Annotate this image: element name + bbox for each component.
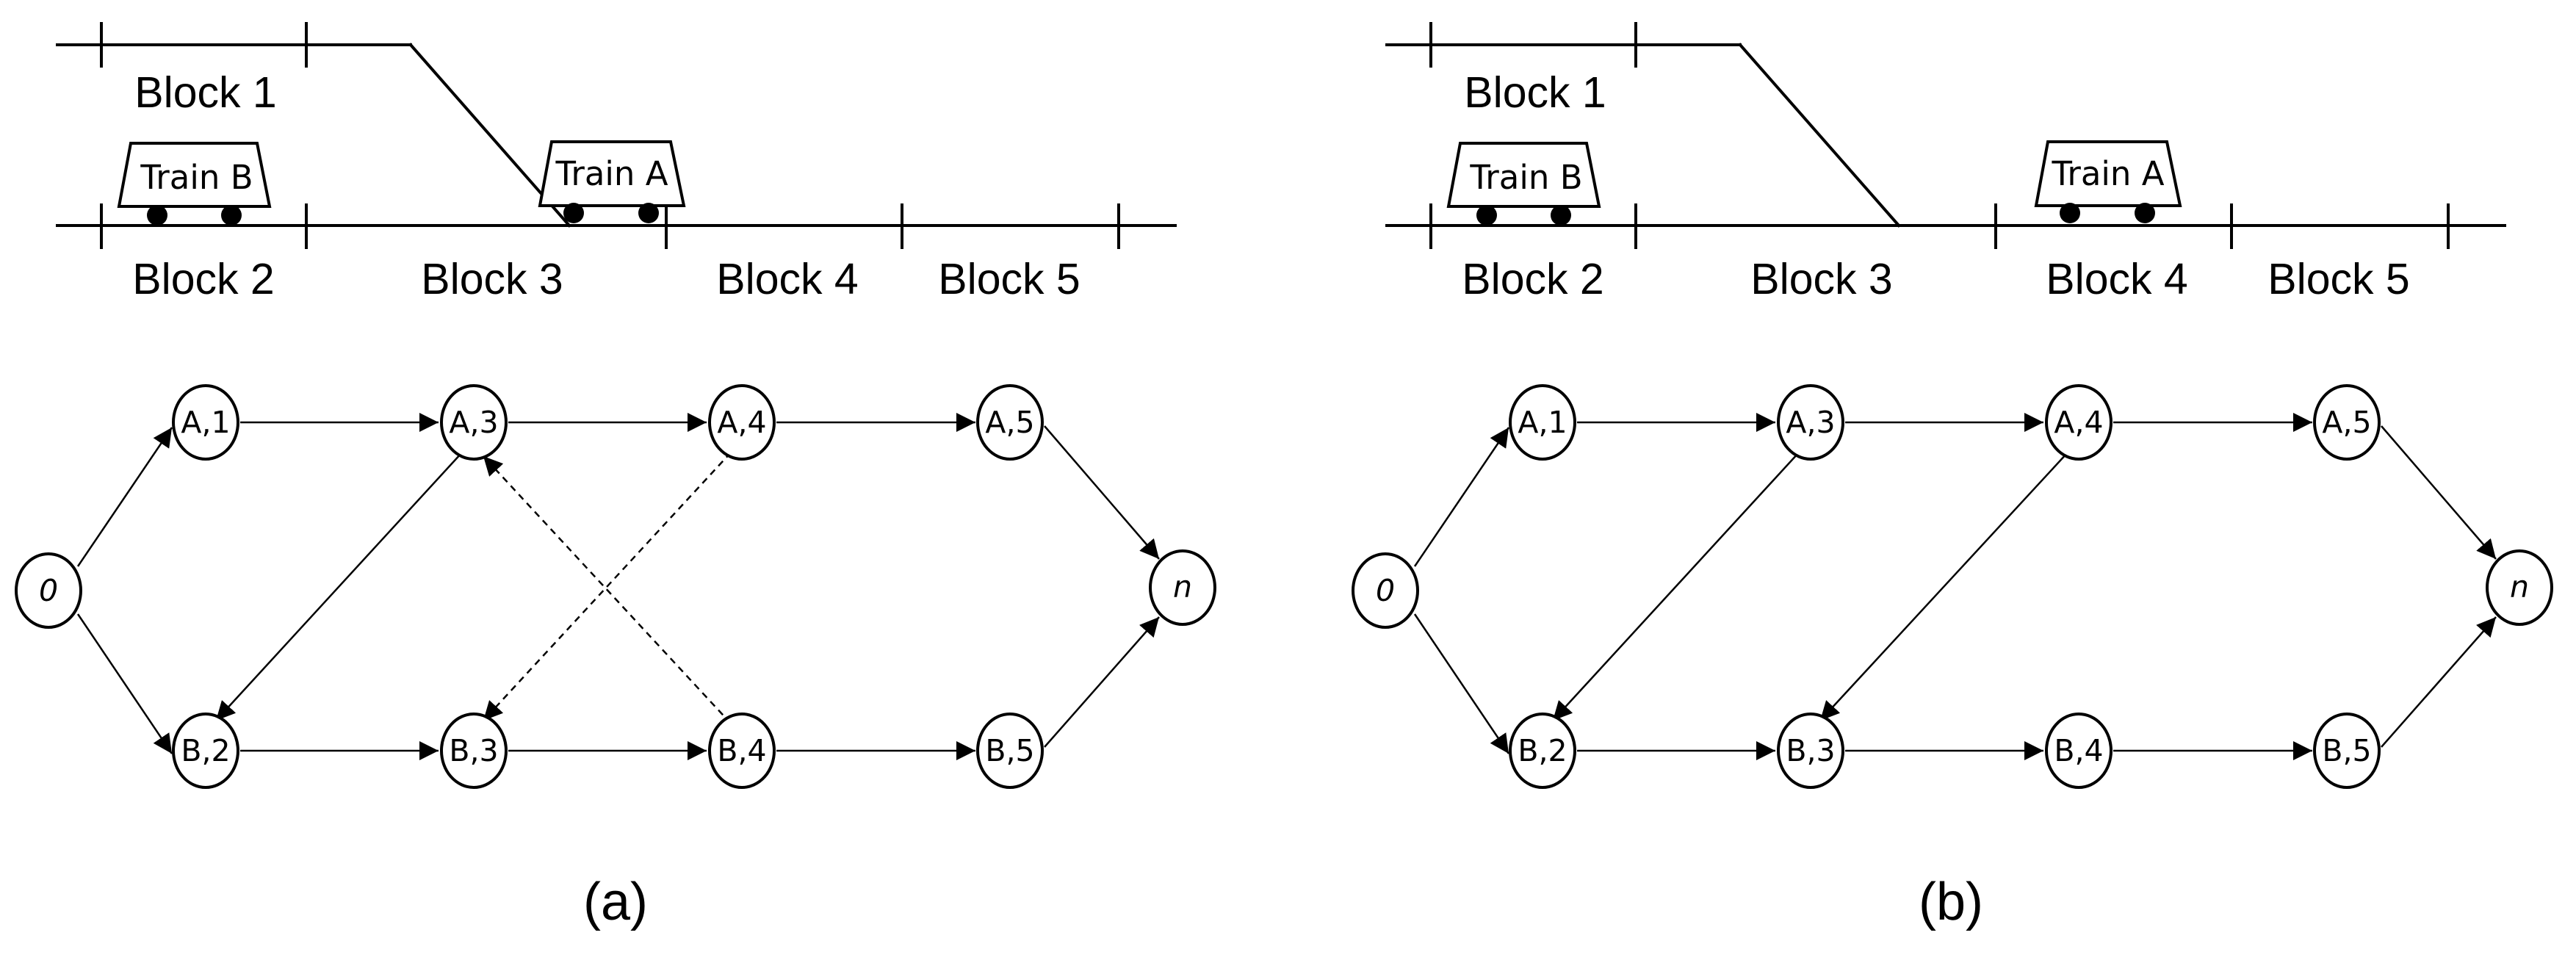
node-a1: A,1 xyxy=(1509,384,1576,461)
node-label: B,4 xyxy=(717,733,766,768)
panel-a: Block 1 Block 2 Block 3 Block 4 Block 5 … xyxy=(15,22,1216,931)
train-b-label: Train B xyxy=(1469,158,1582,197)
train-b: Train B xyxy=(117,142,272,226)
wheel xyxy=(2135,203,2155,223)
train-b: Train B xyxy=(1446,142,1601,226)
graph-edges-a xyxy=(76,413,1160,760)
node-label: n xyxy=(1173,569,1192,605)
track-layout-b: Block 1 Block 2 Block 3 Block 4 Block 5 … xyxy=(1385,22,2506,303)
panel-a-caption: (a) xyxy=(583,873,648,931)
node-label: B,3 xyxy=(1786,733,1835,768)
node-label: A,3 xyxy=(1786,405,1835,440)
node-origin: 0 xyxy=(15,552,82,629)
train-body xyxy=(538,140,686,207)
node-sink: n xyxy=(1149,549,1216,626)
block-2-label: Block 2 xyxy=(132,255,274,303)
dashed-edge xyxy=(483,455,732,724)
edge xyxy=(1413,427,1510,567)
train-a: Train A xyxy=(538,140,686,223)
block-5-label: Block 5 xyxy=(2267,255,2409,303)
node-label: A,1 xyxy=(1518,405,1567,440)
block-4-label: Block 4 xyxy=(716,255,858,303)
edge xyxy=(2381,616,2497,748)
edge xyxy=(1044,425,1160,560)
node-label: B,2 xyxy=(181,733,230,768)
node-a1: A,1 xyxy=(172,384,239,461)
block-2-label: Block 2 xyxy=(1462,255,1603,303)
train-a: Train A xyxy=(2034,140,2182,223)
edge xyxy=(1819,452,2068,721)
node-a5: A,5 xyxy=(2313,384,2381,461)
node-label: A,3 xyxy=(449,405,498,440)
graph-nodes-b: 0 A,1 A,3 A,4 A,5 B,2 xyxy=(1352,384,2553,789)
node-a3: A,3 xyxy=(1777,384,1844,461)
block-3-label: Block 3 xyxy=(1750,255,1892,303)
edge xyxy=(1413,613,1510,754)
wheel xyxy=(563,203,584,223)
node-label: A,4 xyxy=(2054,405,2103,440)
edge xyxy=(76,427,173,567)
node-label: n xyxy=(2510,569,2529,605)
train-b-label: Train B xyxy=(140,158,253,197)
node-label: B,5 xyxy=(985,733,1034,768)
block-1-label: Block 1 xyxy=(134,68,276,117)
node-label: A,1 xyxy=(181,405,230,440)
block-5-label: Block 5 xyxy=(938,255,1080,303)
node-origin: 0 xyxy=(1352,552,1419,629)
node-label: A,4 xyxy=(717,405,766,440)
node-b5: B,5 xyxy=(976,713,1044,789)
node-b2: B,2 xyxy=(172,713,239,789)
dashed-edge xyxy=(483,452,732,721)
node-label: B,4 xyxy=(2054,733,2103,768)
node-b3: B,3 xyxy=(1777,713,1844,789)
edge xyxy=(76,613,173,754)
wheel xyxy=(221,205,242,226)
graph-nodes-a: 0 A,1 A,3 A,4 A,5 B,2 xyxy=(15,384,1216,789)
wheel xyxy=(638,203,659,223)
node-label: 0 xyxy=(39,573,58,608)
train-body xyxy=(117,142,272,208)
node-label: B,3 xyxy=(449,733,498,768)
siding-diagonal xyxy=(1738,43,1901,228)
node-b3: B,3 xyxy=(440,713,508,789)
node-sink: n xyxy=(2486,549,2553,626)
node-a4: A,4 xyxy=(708,384,776,461)
track-layout-a: Block 1 Block 2 Block 3 Block 4 Block 5 … xyxy=(56,22,1177,303)
wheel xyxy=(1476,205,1497,226)
train-a-label: Train A xyxy=(2051,154,2164,193)
node-label: 0 xyxy=(1376,573,1395,608)
wheel xyxy=(2060,203,2080,223)
node-b5: B,5 xyxy=(2313,713,2381,789)
node-b4: B,4 xyxy=(2045,713,2113,789)
panel-b-caption: (b) xyxy=(1919,873,1983,931)
node-label: B,2 xyxy=(1518,733,1567,768)
node-b2: B,2 xyxy=(1509,713,1576,789)
panel-b: Block 1 Block 2 Block 3 Block 4 Block 5 … xyxy=(1352,22,2553,931)
edge xyxy=(1044,616,1160,748)
block-4-label: Block 4 xyxy=(2046,255,2187,303)
wheel xyxy=(147,205,167,226)
node-label: B,5 xyxy=(2322,733,2371,768)
wheel xyxy=(1551,205,1571,226)
node-a3: A,3 xyxy=(440,384,508,461)
train-body xyxy=(1446,142,1601,208)
train-a-label: Train A xyxy=(555,154,668,193)
node-a4: A,4 xyxy=(2045,384,2113,461)
node-label: A,5 xyxy=(985,405,1034,440)
edge xyxy=(2381,425,2497,560)
node-label: A,5 xyxy=(2322,405,2371,440)
block-3-label: Block 3 xyxy=(421,255,563,303)
train-body xyxy=(2034,140,2182,207)
edge xyxy=(1552,452,1800,721)
node-a5: A,5 xyxy=(976,384,1044,461)
edge xyxy=(215,452,463,721)
block-1-label: Block 1 xyxy=(1464,68,1606,117)
graph-edges-b xyxy=(1413,413,2497,760)
node-b4: B,4 xyxy=(708,713,776,789)
